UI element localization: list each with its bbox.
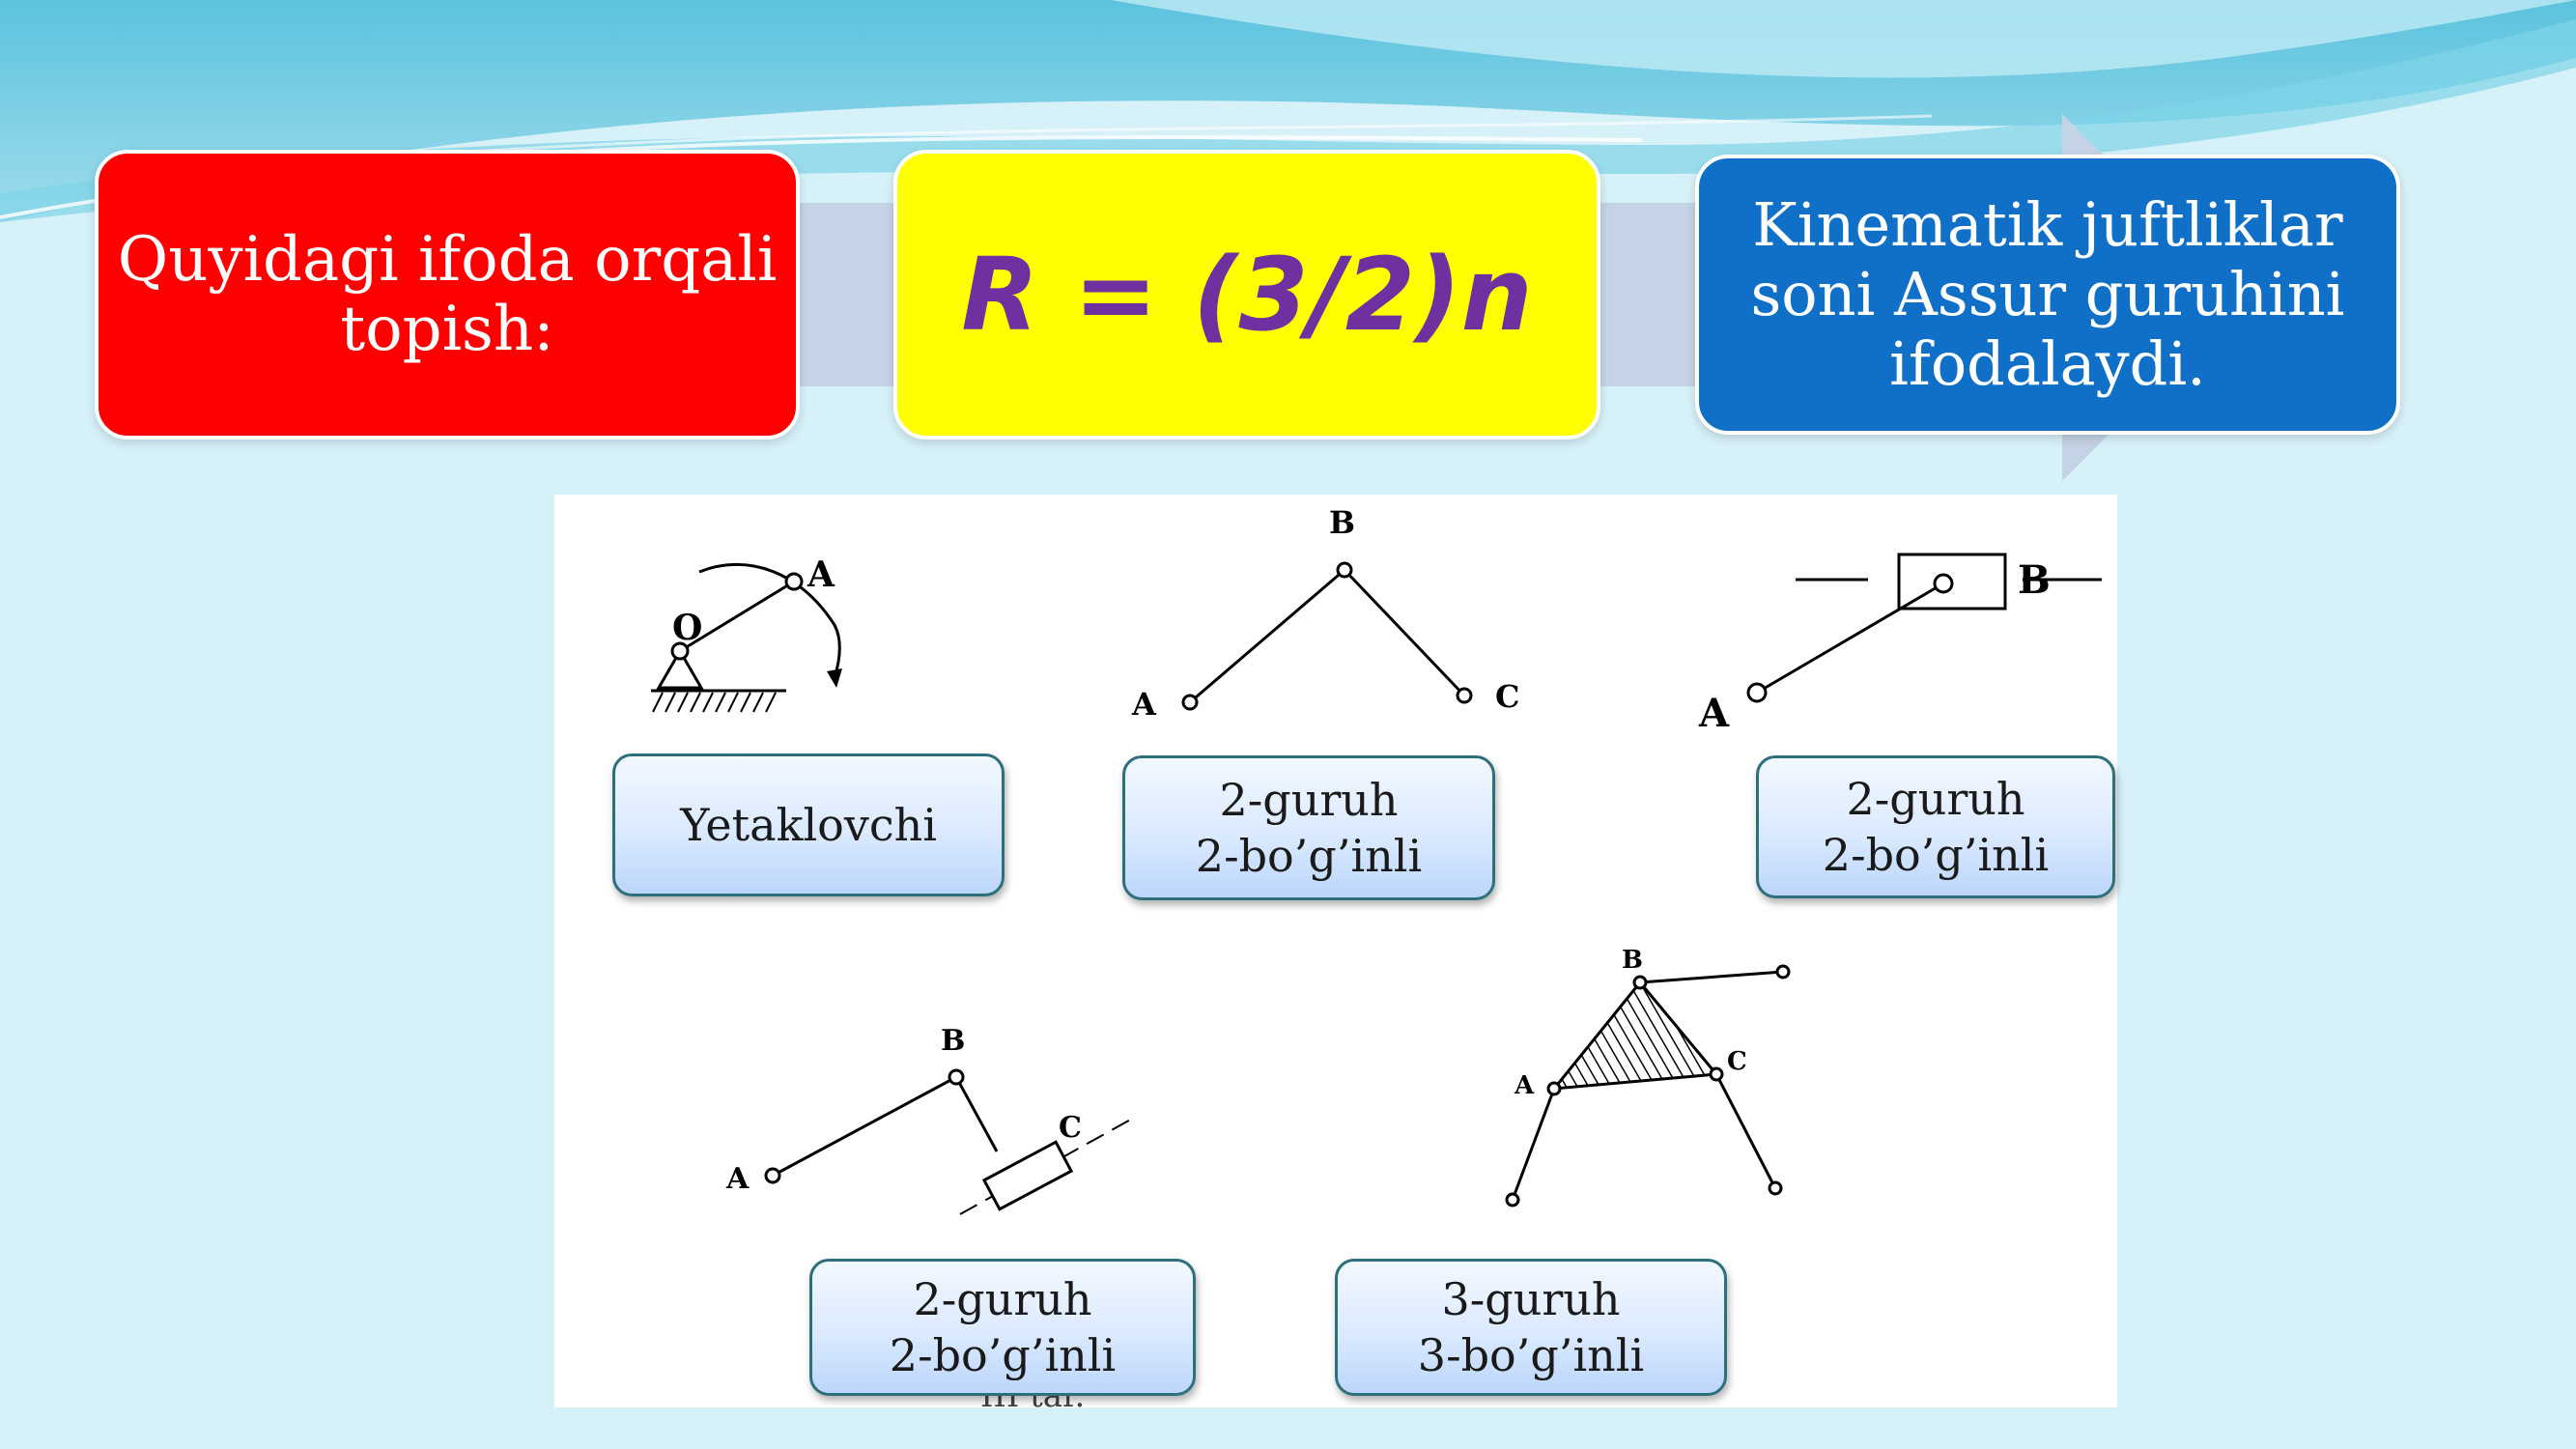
point-label-C: C [1495,678,1519,715]
formula-box: R = (3/2)n [893,150,1600,440]
description-text: Kinematik juftliklar soni Assur guruhini… [1750,189,2345,399]
point-label-A: A [725,1162,750,1196]
diagram-panel: O A A B C A B [554,495,2117,1407]
caption-text: 2-guruh 2-bo’g’inli [1195,774,1423,882]
caption-text: Yetaklovchi [680,799,937,851]
caption-group-b: 2-guruh 2-bo’g’inli [1756,755,2115,898]
point-label-A: A [1698,691,1730,736]
point-label-C: C [1727,1047,1747,1076]
flow-connector-1 [798,203,898,386]
caption-group-c: 2-guruh 2-bo’g’inli [809,1259,1196,1396]
method-box: Quyidagi ifoda orqali topish: [95,150,800,440]
caption-text: 3-guruh 3-bo’g’inli [1417,1273,1645,1381]
point-label-B: B [1622,946,1643,975]
group-c-diagram: A B C [725,1024,1135,1215]
caption-text: 2-guruh 2-bo’g’inli [1822,773,2050,881]
point-label-O: O [672,608,702,648]
group-b-diagram: A B [1698,553,2102,736]
formula-text: R = (3/2)n [961,236,1533,354]
caption-leader: Yetaklovchi [612,753,1005,896]
group-d-diagram: A B C [1505,946,1791,1208]
caption-text: 2-guruh 2-bo’g’inli [889,1273,1117,1381]
point-label-B: B [2018,557,2051,603]
point-label-C: C [1059,1111,1082,1145]
point-label-A: A [1514,1071,1535,1100]
point-label-B: B [1329,504,1355,541]
flow-connector-2 [1598,203,1698,386]
point-label-B: B [941,1024,965,1058]
point-label-A: A [807,554,835,595]
leader-diagram: O A [651,554,842,713]
method-text: Quyidagi ifoda orqali topish: [117,224,778,365]
description-box: Kinematik juftliklar soni Assur guruhini… [1695,155,2400,435]
point-label-A: A [1131,686,1157,723]
group-a-diagram: A B C [1131,504,1519,723]
caption-group-a: 2-guruh 2-bo’g’inli [1122,755,1495,900]
caption-group-d: 3-guruh 3-bo’g’inli [1335,1259,1727,1396]
